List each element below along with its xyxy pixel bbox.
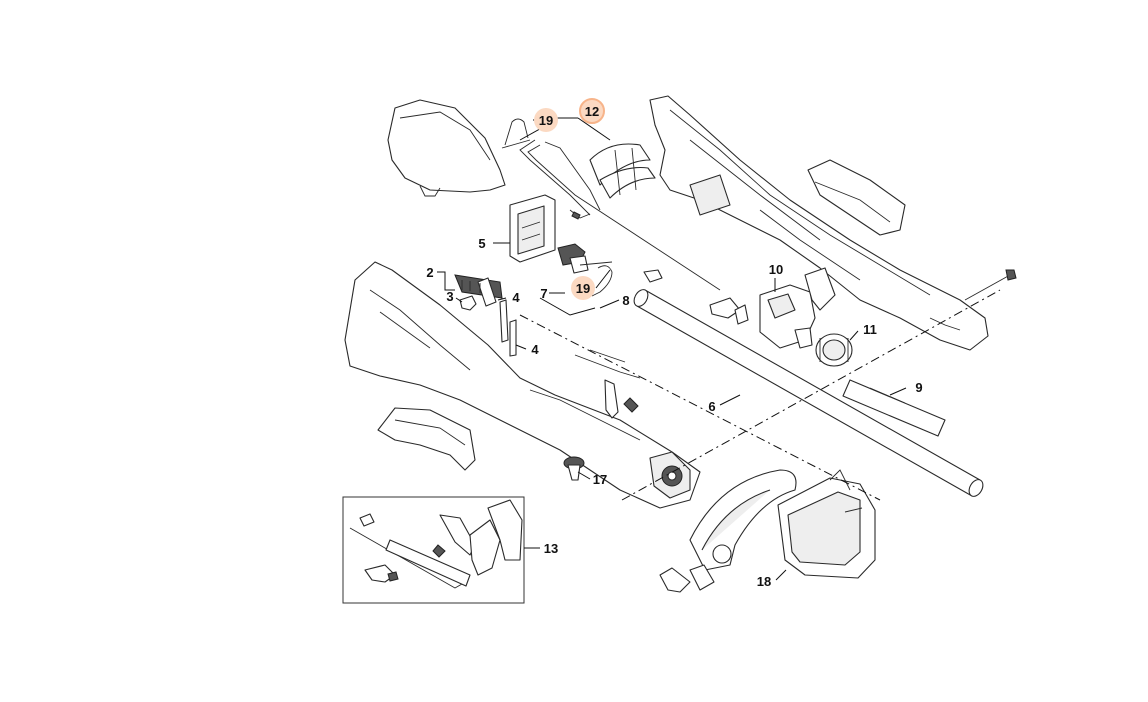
spring-part-4-upper	[499, 299, 509, 343]
top-cover	[387, 99, 506, 197]
callout-11[interactable]: 11	[863, 322, 877, 337]
callout-2[interactable]: 2	[426, 265, 433, 280]
curved-guard	[659, 469, 797, 593]
assembly-lines	[519, 289, 1001, 501]
screw-part-17	[563, 456, 585, 481]
callout-12[interactable]: 12	[585, 104, 599, 119]
switch-housing-part-5	[509, 194, 556, 263]
spring-part-4-lower	[509, 319, 517, 357]
highlight-19-lower	[571, 276, 595, 300]
highlight-12	[579, 98, 605, 124]
small-lever-part-3	[459, 295, 477, 311]
shaft-tube-part-6	[633, 289, 984, 497]
clip-part-19-top	[501, 118, 531, 149]
highlight-19-top	[534, 108, 558, 132]
callout-13[interactable]: 13	[544, 541, 558, 556]
right-main-housing	[649, 95, 989, 351]
ring-part-11	[815, 333, 853, 367]
highlight-bubbles	[534, 98, 605, 300]
callout-9[interactable]: 9	[915, 380, 922, 395]
left-handle-housing	[344, 261, 701, 509]
callout-6[interactable]: 6	[708, 399, 715, 414]
clip-part-19-lower	[591, 265, 613, 297]
callout-18[interactable]: 18	[757, 574, 771, 589]
callout-19-top[interactable]: 19	[539, 113, 553, 128]
callout-17[interactable]: 17	[593, 472, 607, 487]
throttle-lever	[574, 349, 641, 419]
callout-labels: 19 12 5 2 3 4 4 7 19 8 10 11 9 6 17 13 1…	[426, 104, 922, 589]
callout-4-upper[interactable]: 4	[512, 290, 520, 305]
callout-10[interactable]: 10	[769, 262, 783, 277]
grip-pads	[589, 143, 656, 199]
callout-19-lower[interactable]: 19	[576, 281, 590, 296]
gear-housing-part-18	[777, 469, 876, 579]
trigger-lever-part-2	[454, 274, 503, 307]
label-sleeve-part-9	[842, 379, 946, 437]
callout-7[interactable]: 7	[540, 286, 547, 301]
leader-lines	[437, 117, 907, 581]
callout-4-lower[interactable]: 4	[531, 342, 539, 357]
control-housing-part-10	[709, 267, 836, 349]
callout-3[interactable]: 3	[446, 289, 453, 304]
right-top-bracket	[807, 159, 906, 236]
callout-5[interactable]: 5	[478, 236, 485, 251]
lower-left-grip	[377, 407, 476, 471]
cable-part-12	[519, 139, 721, 291]
connector-part-7	[557, 243, 613, 274]
bolt-right	[964, 269, 1017, 301]
inset-box-part-13	[342, 496, 525, 604]
callout-8[interactable]: 8	[622, 293, 629, 308]
small-part-8	[643, 269, 663, 283]
